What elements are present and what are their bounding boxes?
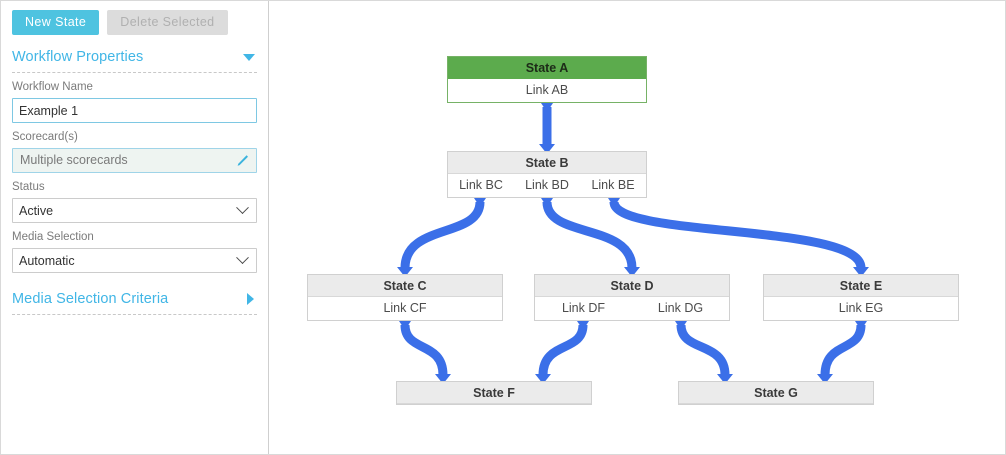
edge-source-marker-icon	[577, 321, 589, 330]
edge-source-marker-icon	[541, 198, 553, 207]
workflow-properties-title: Workflow Properties	[12, 49, 144, 66]
scorecards-input[interactable]: Multiple scorecards	[12, 148, 257, 174]
link-cell[interactable]: Link DG	[657, 301, 704, 315]
media-selection-criteria-title: Media Selection Criteria	[12, 291, 169, 308]
edge-connector	[538, 324, 588, 376]
state-link-row: Link EG	[764, 297, 958, 320]
edge-source-marker-icon	[399, 321, 411, 330]
workflow-name-input[interactable]	[12, 98, 257, 124]
edge-connector	[400, 201, 485, 269]
state-node-a[interactable]: State A Link AB	[447, 56, 647, 103]
workflow-name-label: Workflow Name	[12, 81, 93, 94]
state-title: State A	[448, 57, 646, 79]
pencil-icon[interactable]	[234, 153, 250, 169]
edge-connector	[400, 324, 448, 376]
workflow-properties-section-header[interactable]: Workflow Properties	[12, 45, 257, 74]
state-title: State G	[679, 382, 873, 404]
sidebar-toolbar: New State Delete Selected	[1, 1, 268, 36]
state-link-row: Link AB	[448, 79, 646, 102]
status-label: Status	[12, 181, 45, 194]
edge-source-marker-icon	[541, 103, 553, 112]
state-node-g[interactable]: State G	[678, 381, 874, 405]
link-cell[interactable]: Link BE	[591, 178, 635, 192]
edge-source-marker-icon	[675, 321, 687, 330]
link-cell[interactable]: Link BD	[525, 178, 569, 192]
chevron-down-icon[interactable]	[236, 251, 249, 265]
caret-down-icon[interactable]	[243, 53, 255, 61]
link-cell[interactable]: Link EG	[838, 301, 884, 315]
status-value: Active	[19, 203, 54, 218]
state-node-e[interactable]: State E Link EG	[763, 274, 959, 321]
link-cell[interactable]: Link CF	[383, 301, 427, 315]
media-selection-criteria-section-header[interactable]: Media Selection Criteria	[12, 287, 257, 316]
state-node-b[interactable]: State B Link BC Link BD Link BE	[447, 151, 647, 198]
delete-selected-button[interactable]: Delete Selected	[107, 10, 228, 36]
link-cell[interactable]: Link BC	[459, 178, 503, 192]
edge-source-marker-icon	[608, 198, 620, 207]
scorecards-label: Scorecard(s)	[12, 131, 78, 144]
link-cell[interactable]: Link AB	[525, 83, 569, 97]
scorecards-value: Multiple scorecards	[20, 153, 128, 168]
new-state-button[interactable]: New State	[12, 10, 100, 36]
state-title: State C	[308, 275, 502, 297]
media-selection-select[interactable]: Automatic	[12, 248, 257, 274]
caret-right-icon[interactable]	[247, 293, 254, 306]
state-link-row: Link DF Link DG	[535, 297, 729, 320]
state-link-row: Link CF	[308, 297, 502, 320]
status-select[interactable]: Active	[12, 198, 257, 224]
edge-connector	[820, 324, 866, 376]
state-title: State D	[535, 275, 729, 297]
state-node-f[interactable]: State F	[396, 381, 592, 405]
media-selection-value: Automatic	[19, 253, 75, 268]
scorecards-field: Scorecard(s) Multiple scorecards	[12, 130, 257, 174]
state-title: State F	[397, 382, 591, 404]
edge-connector	[676, 324, 730, 376]
state-node-d[interactable]: State D Link DF Link DG	[534, 274, 730, 321]
workflow-name-field: Workflow Name	[12, 80, 257, 124]
link-cell[interactable]: Link DF	[561, 301, 606, 315]
state-link-row: Link BC Link BD Link BE	[448, 174, 646, 197]
media-selection-label: Media Selection	[12, 231, 94, 244]
edge-source-marker-icon	[474, 198, 486, 207]
edge-connector	[609, 200, 866, 270]
edge-source-marker-icon	[855, 321, 867, 330]
state-title: State E	[764, 275, 958, 297]
edge-connector	[542, 201, 637, 269]
status-field: Status Active	[12, 180, 257, 224]
properties-sidebar: New State Delete Selected Workflow Prope…	[1, 1, 269, 454]
chevron-down-icon[interactable]	[236, 201, 249, 215]
state-title: State B	[448, 152, 646, 174]
media-selection-field: Media Selection Automatic	[12, 230, 257, 274]
state-node-c[interactable]: State C Link CF	[307, 274, 503, 321]
